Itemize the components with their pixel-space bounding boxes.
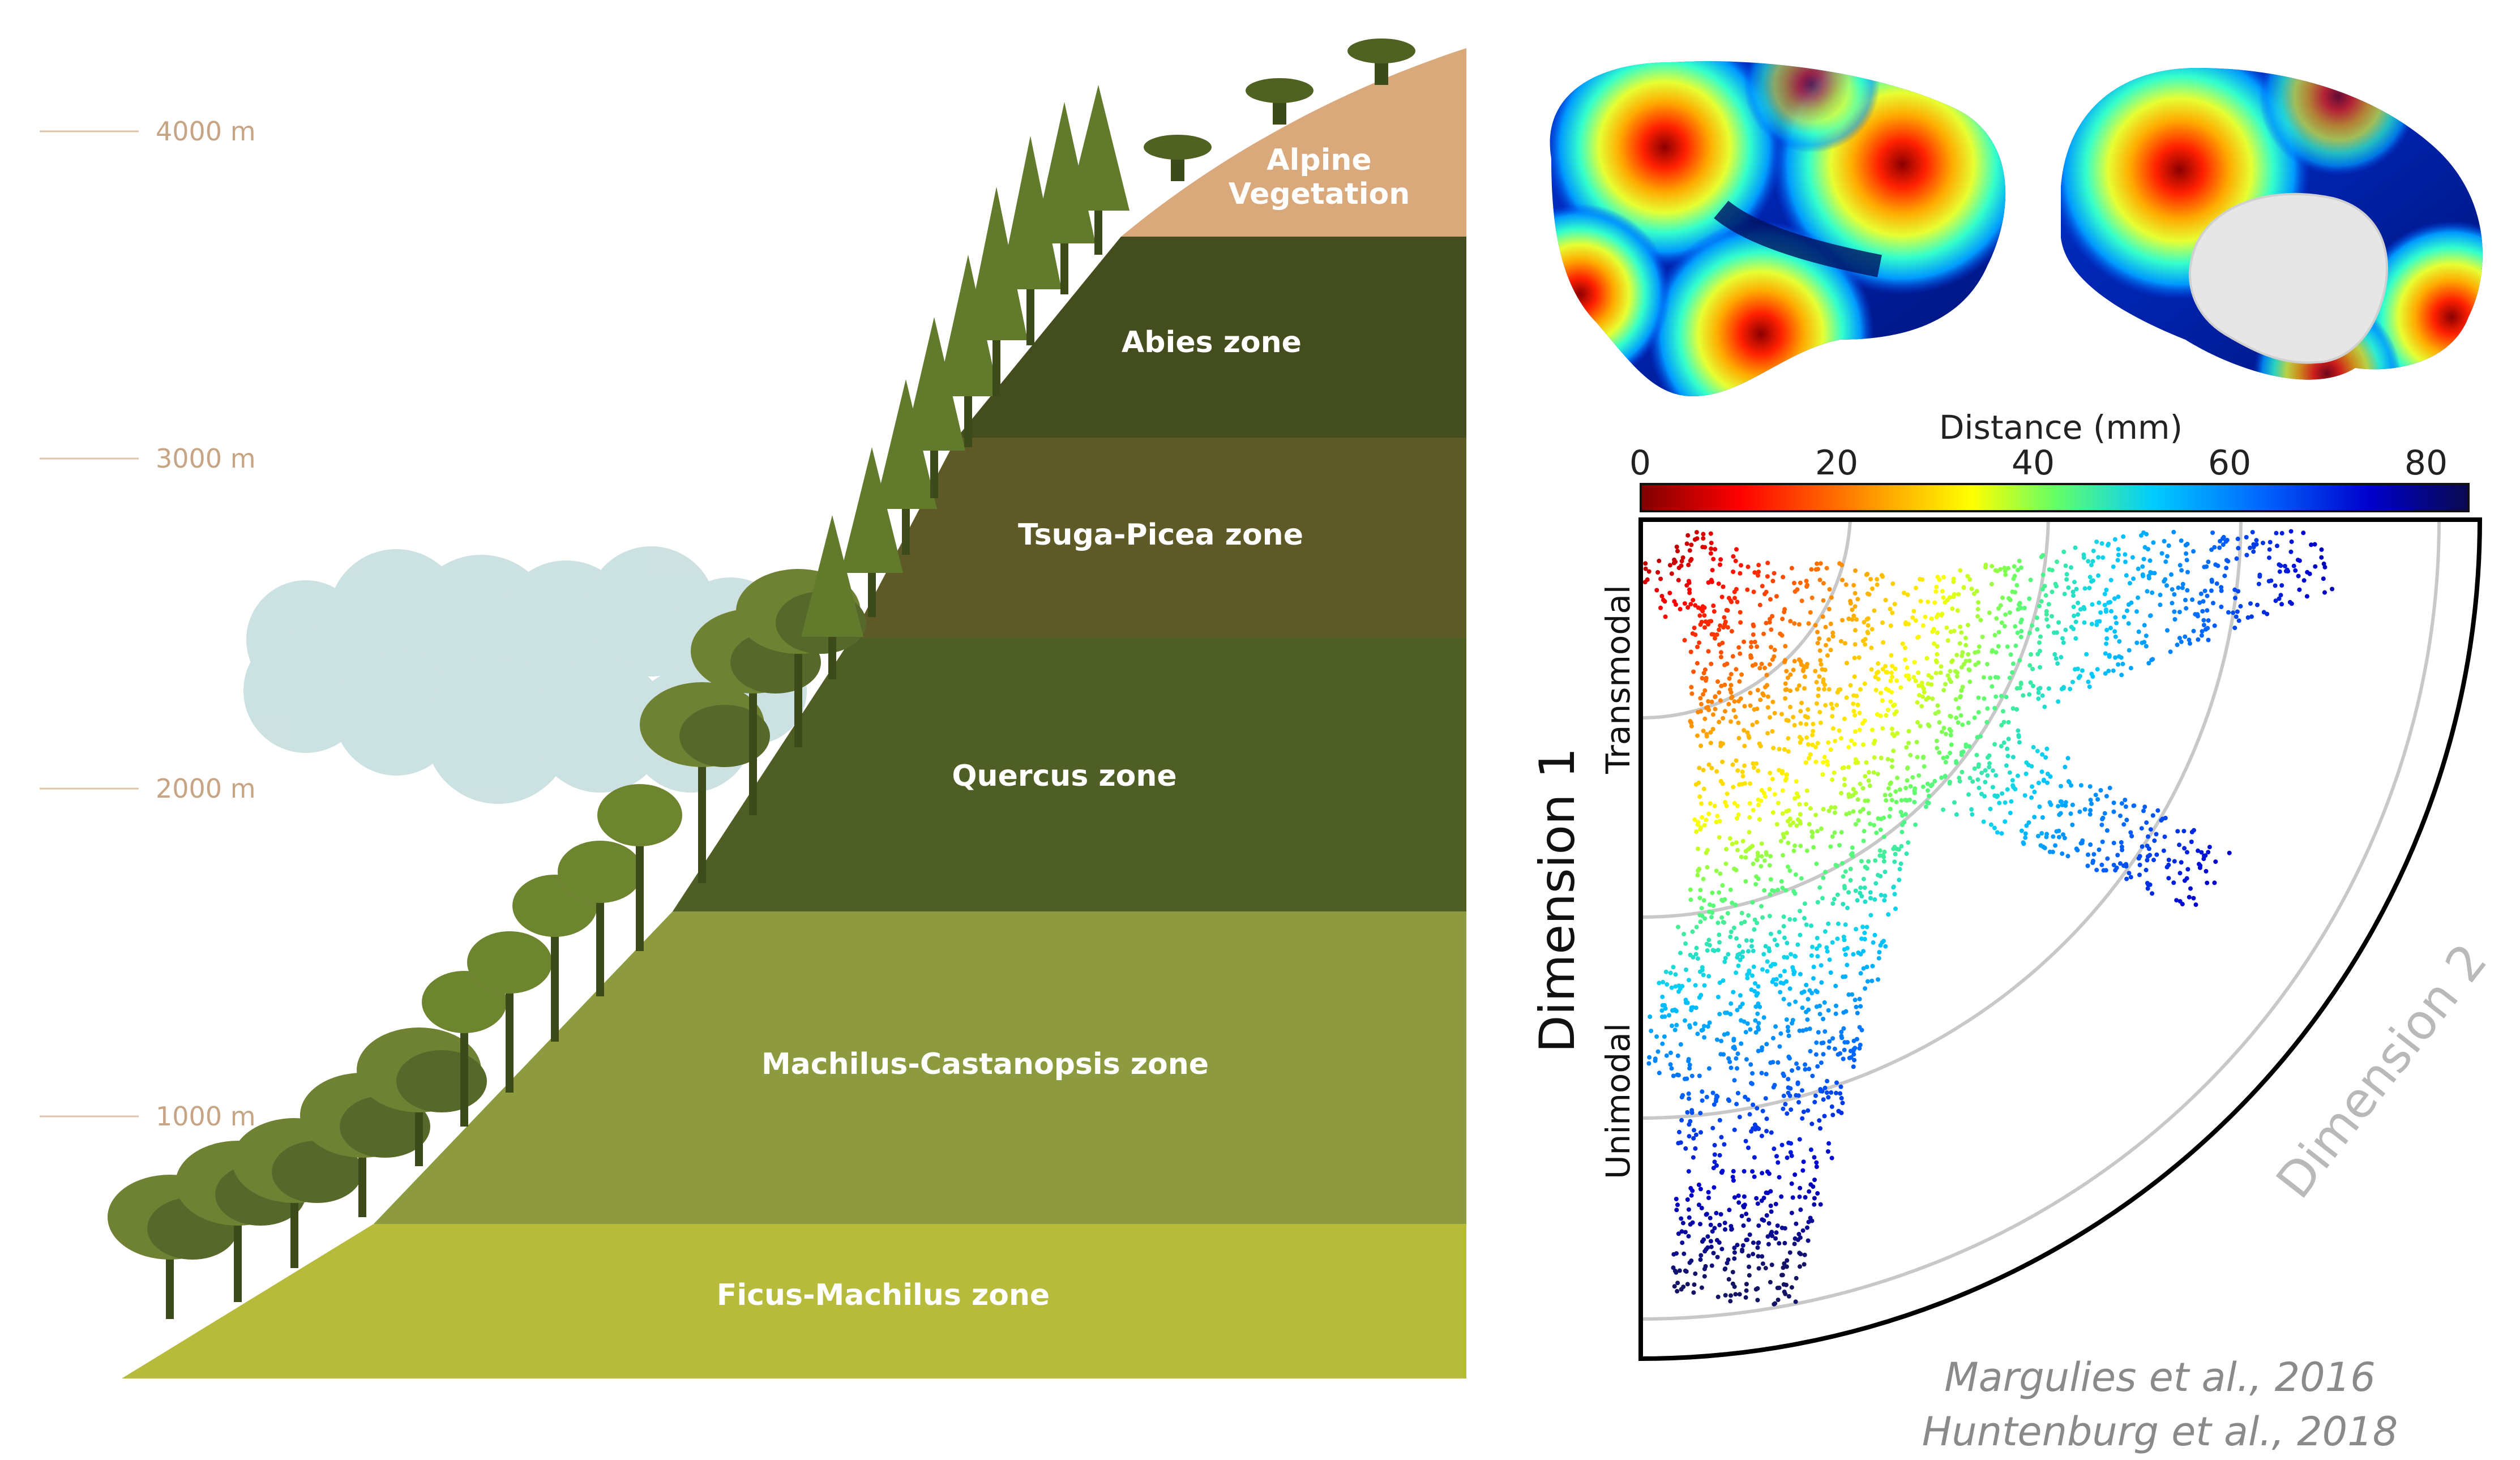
brain-medial-view xyxy=(2061,68,2483,380)
colorbar-tick-20: 20 xyxy=(1815,443,1858,483)
zone-ficus-band xyxy=(122,1224,1466,1378)
colorbar: Distance (mm) 0 20 40 60 80 xyxy=(1629,408,2470,512)
zone-label-ficus: Ficus-Machilus zone xyxy=(717,1278,1050,1312)
point-cloud xyxy=(1642,529,2335,1307)
brain-lateral-view xyxy=(1550,61,2006,397)
axis-label-dimension-1: Dimension 1 xyxy=(1529,747,1586,1052)
zone-alpine-band xyxy=(1121,48,1466,237)
colorbar-tick-0: 0 xyxy=(1629,443,1651,483)
zone-label-abies: Abies zone xyxy=(1122,326,1302,359)
zone-label-machilus: Machilus-Castanopsis zone xyxy=(761,1047,1209,1081)
elevation-3000: 3000 m xyxy=(156,443,256,474)
trees xyxy=(108,38,1415,1319)
colorbar-tick-40: 40 xyxy=(2012,443,2055,483)
zone-machilus-band xyxy=(374,911,1466,1224)
zone-label-tsuga: Tsuga-Picea zone xyxy=(1018,518,1303,552)
medial-wall xyxy=(2189,192,2388,364)
elevation-2000: 2000 m xyxy=(156,773,256,804)
elevation-scale: 4000 m 3000 m 2000 m 1000 m xyxy=(40,116,256,1132)
zone-abies-band xyxy=(957,237,1466,438)
colorbar-label: Distance (mm) xyxy=(1939,408,2183,447)
citation-huntenburg: Huntenburg et al., 2018 xyxy=(1922,1408,2398,1455)
citation-margulies: Margulies et al., 2016 xyxy=(1944,1354,2376,1401)
label-transmodal: Transmodal xyxy=(1599,585,1637,774)
zone-label-alpine-2: Vegetation xyxy=(1229,177,1410,211)
axis-label-dimension-2: Dimension 2 xyxy=(2266,934,2498,1209)
vegetation-zones-diagram: 4000 m 3000 m 2000 m 1000 m Alpine xyxy=(40,38,1466,1378)
zone-tsuga-band xyxy=(852,438,1466,637)
colorbar-tick-80: 80 xyxy=(2405,443,2448,483)
elevation-4000: 4000 m xyxy=(156,116,256,147)
zone-label-alpine: Alpine xyxy=(1267,143,1371,177)
gradient-plot: Dimension 1 Transmodal Unimodal Dimensio… xyxy=(1529,517,2498,1361)
elevation-1000: 1000 m xyxy=(156,1101,256,1132)
colorbar-tick-60: 60 xyxy=(2208,443,2251,483)
label-unimodal: Unimodal xyxy=(1599,1023,1637,1179)
colorbar-gradient xyxy=(1640,483,2470,512)
plot-outline xyxy=(1638,517,2483,1361)
zone-label-quercus: Quercus zone xyxy=(952,759,1176,793)
zone-quercus-band xyxy=(673,637,1466,911)
